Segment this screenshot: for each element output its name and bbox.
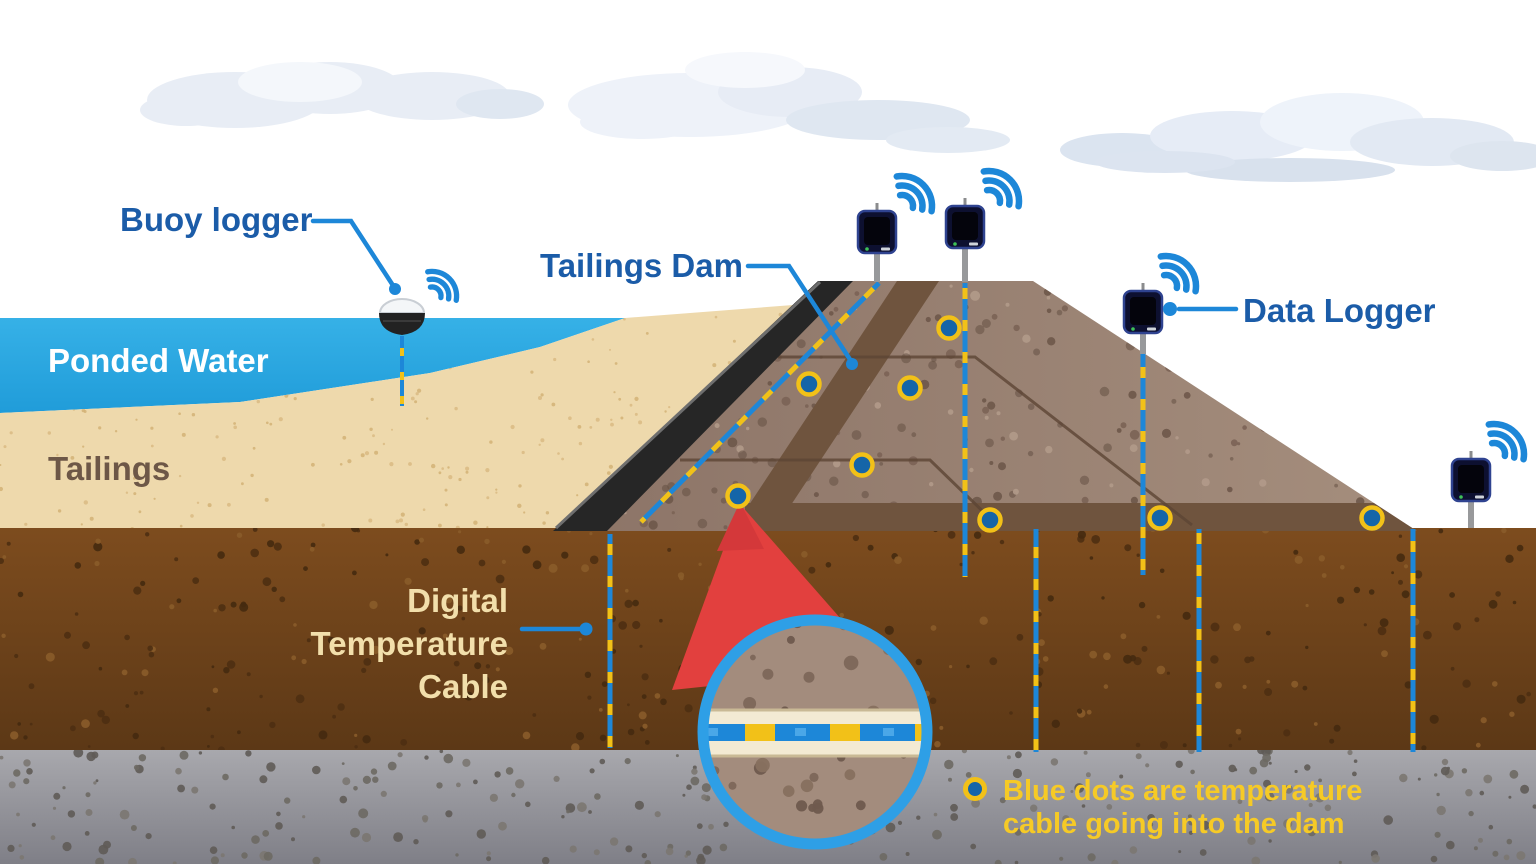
tailings-beach	[0, 305, 793, 531]
logger-pole	[962, 246, 968, 282]
dam-raise-line-upper	[778, 355, 1193, 527]
slope-cable	[639, 281, 881, 524]
data-logger-3	[1122, 256, 1196, 354]
dam-raise-band-diagonal	[745, 281, 939, 511]
buoy-dome	[378, 298, 426, 314]
dtc-label-line3: Cable	[418, 668, 508, 705]
data-logger-1	[856, 176, 932, 282]
legend: Blue dots are temperature cable going in…	[963, 775, 1362, 840]
temperature-cable-dots	[725, 315, 1385, 533]
tailings-dam-leader-dot	[846, 358, 858, 370]
cloud-group-left	[140, 62, 544, 128]
data-logger-box	[1450, 449, 1492, 503]
temperature-cable-dot	[897, 375, 923, 401]
label-data-logger: Data Logger	[1163, 292, 1436, 329]
dam-raise-line-lower	[680, 458, 1002, 530]
tailings-dam-leader-line	[745, 263, 854, 364]
dam-raise-band-base	[745, 503, 1417, 531]
temperature-cable-dot	[977, 507, 1003, 533]
buoy-logger-leader-line	[310, 218, 397, 290]
cable-zoom-circle	[697, 614, 933, 850]
liner-top-edge	[554, 280, 822, 530]
data-logger-box	[1122, 281, 1164, 335]
temperature-cable-dot	[1359, 505, 1385, 531]
temperature-cable-dot	[1147, 505, 1173, 531]
data-logger-label: Data Logger	[1243, 292, 1436, 329]
label-digital-temperature-cable: Digital Temperature Cable	[311, 582, 593, 705]
dtc-label-line1: Digital	[407, 582, 508, 619]
cloud-group-center	[568, 52, 1010, 153]
data-logger-box	[944, 196, 986, 250]
data-logger-4	[1450, 424, 1524, 528]
legend-text-line1: Blue dots are temperature	[1003, 775, 1362, 807]
data-logger-box	[856, 201, 898, 255]
temperature-cable-dot	[936, 315, 962, 341]
cable-sensor-mark	[795, 728, 806, 736]
temperature-cables	[607, 281, 1416, 752]
buoy-logger-device	[378, 271, 457, 406]
logger-pole	[1468, 501, 1474, 528]
temperature-cable-dot	[796, 371, 822, 397]
cable-sensor-mark	[707, 728, 718, 736]
legend-dot-icon	[963, 777, 987, 801]
dam-upstream-liner	[553, 281, 853, 531]
logger-pole	[874, 251, 880, 282]
foundation-speckles	[0, 528, 1531, 750]
label-buoy-logger: Buoy logger	[120, 201, 401, 295]
cable-sensor-mark	[883, 728, 894, 736]
buoy-logger-leader-dot	[389, 283, 401, 295]
tailings-label: Tailings	[48, 450, 170, 487]
legend-text-line2: cable going into the dam	[1003, 808, 1345, 840]
buoy-logger-label: Buoy logger	[120, 201, 313, 238]
ponded-water-label: Ponded Water	[48, 342, 269, 379]
cloud-group-right	[1060, 93, 1536, 182]
buoy-body	[379, 313, 425, 335]
label-tailings-dam: Tailings Dam	[540, 247, 858, 370]
dtc-label-line2: Temperature	[311, 625, 508, 662]
zoom-circle-ring	[697, 614, 933, 850]
data-logger-2	[944, 171, 1019, 282]
temperature-cable-dot	[725, 483, 751, 509]
red-callout-arrowhead	[717, 502, 764, 551]
tailings-dam-label: Tailings Dam	[540, 247, 743, 284]
logger-pole	[1140, 331, 1146, 354]
data-logger-leader-dot	[1163, 302, 1177, 316]
dtc-leader-dot	[579, 622, 593, 636]
ponded-water	[0, 318, 625, 413]
temperature-cable-dot	[849, 452, 875, 478]
